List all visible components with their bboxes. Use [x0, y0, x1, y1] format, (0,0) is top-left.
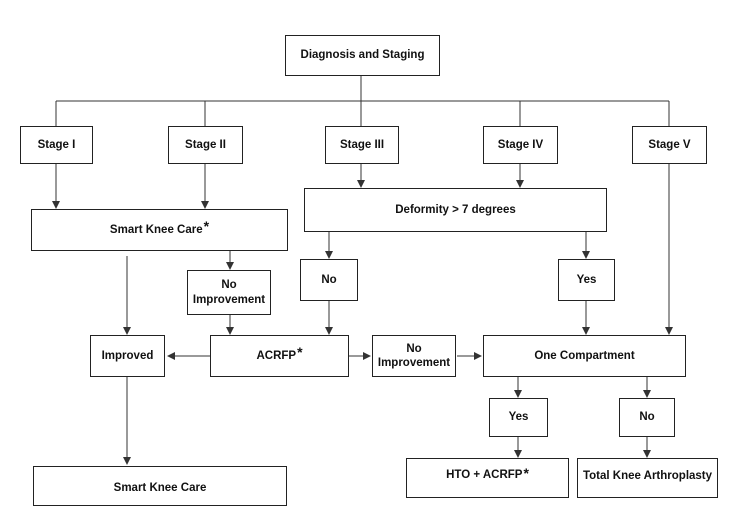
node-no-1: No: [300, 259, 358, 301]
node-stage2: Stage II: [168, 126, 243, 164]
node-yes-2-label: Yes: [508, 411, 529, 424]
node-no-1-label: No: [321, 273, 337, 286]
node-no-improvement-1-label: No Improvement: [192, 279, 266, 306]
node-yes-1-label: Yes: [576, 273, 597, 286]
node-no-2: No: [619, 398, 675, 437]
node-stage4: Stage IV: [483, 126, 558, 164]
node-stage4-label: Stage IV: [497, 138, 544, 151]
node-diagnosis: Diagnosis and Staging: [285, 35, 440, 76]
node-tka: Total Knee Arthroplasty: [577, 458, 718, 498]
node-no-improvement-2-label: No Improvement: [377, 342, 451, 369]
node-tka-label: Total Knee Arthroplasty: [582, 470, 713, 482]
node-deformity-label: Deformity > 7 degrees: [395, 203, 516, 216]
node-smart-knee-care: Smart Knee Care*: [31, 209, 288, 251]
node-hto-acrfp-label: HTO + ACRFP: [446, 469, 523, 481]
node-stage5-label: Stage V: [648, 138, 691, 151]
node-no-2-label: No: [639, 411, 655, 424]
node-hto-acrfp: HTO + ACRFP*: [406, 458, 569, 498]
node-one-compartment-label: One Compartment: [534, 349, 635, 362]
node-acrfp-label: ACRFP: [256, 349, 297, 362]
node-smart-knee-care-label: Smart Knee Care: [109, 223, 203, 236]
asterisk-mark: *: [523, 465, 529, 481]
asterisk-mark: *: [297, 344, 303, 361]
node-stage2-label: Stage II: [185, 138, 226, 151]
node-stage1: Stage I: [20, 126, 93, 164]
node-diagnosis-label: Diagnosis and Staging: [300, 49, 425, 62]
node-yes-2: Yes: [489, 398, 548, 437]
node-no-improvement-1: No Improvement: [187, 270, 271, 315]
node-acrfp: ACRFP*: [210, 335, 349, 377]
node-improved-label: Improved: [101, 349, 154, 362]
node-smart-knee-care-bottom: Smart Knee Care: [33, 466, 287, 506]
node-stage5: Stage V: [632, 126, 707, 164]
asterisk-mark: *: [203, 218, 210, 235]
node-one-compartment: One Compartment: [483, 335, 686, 377]
node-yes-1: Yes: [558, 259, 615, 301]
node-stage3: Stage III: [325, 126, 399, 164]
node-stage1-label: Stage I: [37, 138, 76, 151]
node-deformity: Deformity > 7 degrees: [304, 188, 607, 232]
node-smart-knee-care-bottom-label: Smart Knee Care: [113, 482, 207, 494]
node-no-improvement-2: No Improvement: [372, 335, 456, 377]
flowchart: Diagnosis and Staging Stage I Stage II S…: [20, 35, 718, 506]
node-improved: Improved: [90, 335, 165, 377]
connector-lines: [52, 76, 673, 465]
node-stage3-label: Stage III: [339, 138, 385, 151]
